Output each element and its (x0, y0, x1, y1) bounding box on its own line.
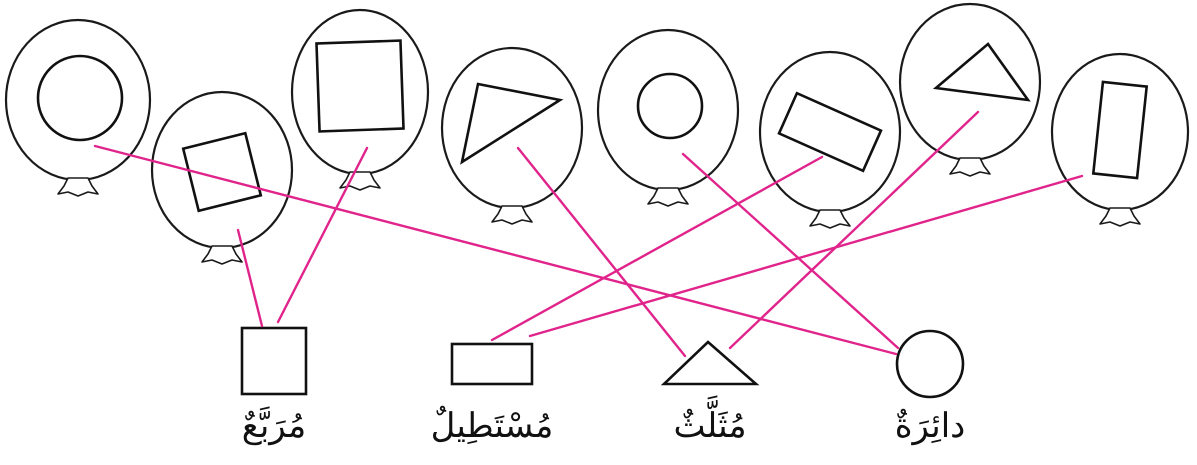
balloon-square[interactable] (150, 90, 294, 265)
label-square: مُرَبَّعٌ (241, 406, 307, 446)
answer-triangle[interactable] (660, 340, 760, 386)
balloon-rectangle[interactable] (758, 50, 902, 229)
match-line-triangle (728, 110, 980, 350)
square-shape (181, 131, 263, 213)
match-line-square (236, 228, 264, 328)
balloon-circle[interactable] (4, 18, 152, 197)
triangle-shape (932, 42, 1031, 102)
balloon-circle[interactable] (596, 28, 740, 207)
connector-lines (93, 110, 1084, 358)
answer-rectangle[interactable] (450, 342, 534, 386)
rectangle-shape (1091, 80, 1149, 180)
circle-shape (36, 54, 124, 142)
balloon-triangle[interactable] (440, 46, 584, 225)
balloon-rectangle[interactable] (1050, 52, 1190, 227)
match-line-circle (93, 144, 898, 356)
balloon-triangle[interactable] (898, 2, 1042, 177)
rectangle-shape (777, 91, 883, 173)
label-rectangle: مُسْتَطِيلٌ (430, 406, 554, 446)
circle-shape (636, 72, 704, 140)
match-line-rectangle (528, 174, 1084, 338)
label-circle: دائِرَةٌ (894, 406, 966, 446)
balloon-square[interactable] (290, 8, 430, 191)
label-triangle: مُثَلَّثٌ (673, 406, 747, 446)
match-line-square (276, 146, 369, 324)
match-line-circle (681, 152, 900, 350)
answer-circle[interactable] (895, 329, 965, 399)
square-shape (315, 39, 405, 133)
triangle-shape (460, 82, 564, 165)
match-line-rectangle (490, 155, 824, 342)
answer-square[interactable] (240, 326, 308, 396)
match-line-triangle (516, 146, 687, 358)
